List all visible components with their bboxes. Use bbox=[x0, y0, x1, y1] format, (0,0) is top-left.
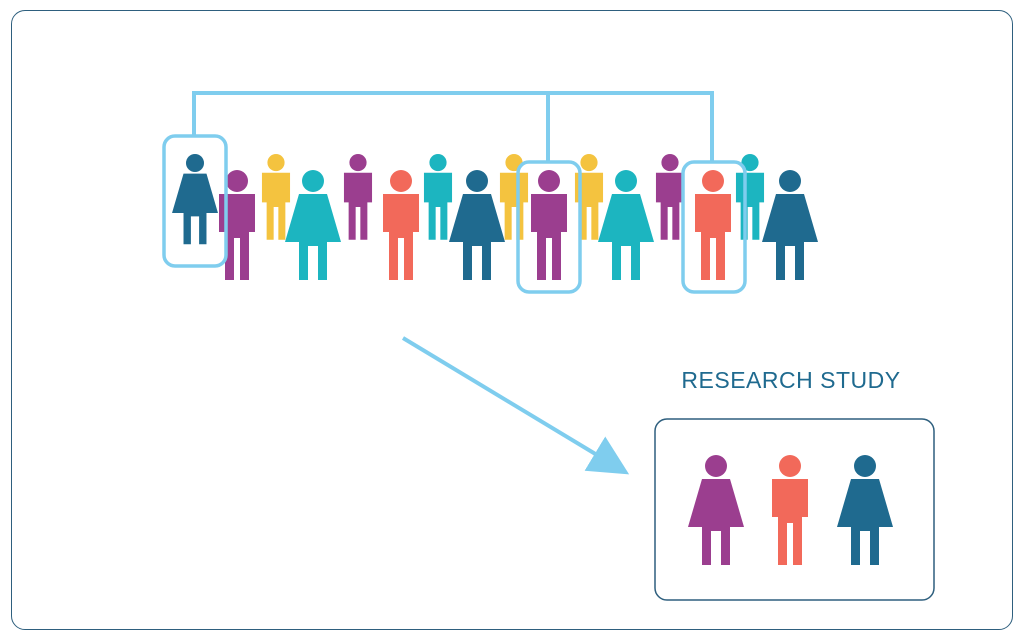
person-icon bbox=[688, 455, 744, 565]
person-icon bbox=[423, 154, 453, 240]
person-icon bbox=[762, 170, 818, 280]
person-icon bbox=[598, 170, 654, 280]
sampling-arrow bbox=[401, 336, 630, 475]
person-icon bbox=[695, 170, 731, 280]
selection-connector bbox=[192, 91, 714, 162]
person-icon bbox=[261, 154, 291, 240]
person-icon bbox=[735, 154, 765, 240]
study-sample bbox=[688, 455, 893, 565]
selection-box-1 bbox=[162, 134, 228, 268]
population-front-row bbox=[172, 154, 818, 280]
person-icon bbox=[837, 455, 893, 565]
population-back-row bbox=[261, 154, 765, 240]
person-icon bbox=[343, 154, 373, 240]
selection-box-2 bbox=[516, 160, 582, 294]
selection-box-3 bbox=[681, 160, 747, 294]
person-icon bbox=[449, 170, 505, 280]
person-icon bbox=[285, 170, 341, 280]
study-title: RESEARCH STUDY bbox=[681, 367, 900, 393]
person-icon bbox=[383, 170, 419, 280]
person-icon bbox=[772, 455, 808, 565]
person-icon bbox=[655, 154, 685, 240]
study-box bbox=[654, 418, 935, 601]
person-icon bbox=[531, 170, 567, 280]
person-icon bbox=[499, 154, 529, 240]
diagram-frame bbox=[11, 10, 1013, 630]
person-icon bbox=[219, 170, 255, 280]
person-icon bbox=[172, 154, 218, 245]
person-icon bbox=[574, 154, 604, 240]
